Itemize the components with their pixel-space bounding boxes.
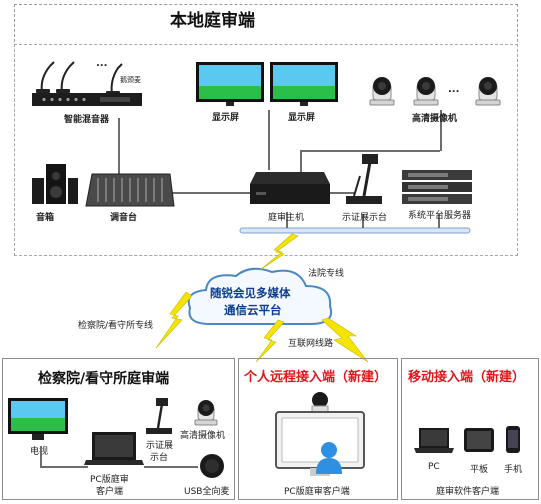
internet-line-label: 互联网线路 [288,339,334,349]
server-label: 系统平台服务器 [408,211,472,221]
console-to-host-line [170,192,250,194]
hd-camera-icon [475,77,501,106]
server-rack-icon [402,170,472,204]
doc-camera-label-line1: 示证展 [146,441,174,451]
host-lan-drop [286,212,288,228]
procuratorate-line-label: 检察院/看守所专线 [78,321,154,331]
local-court-title: 本地庭审端 [170,11,255,31]
top-device-group-frame [14,44,518,256]
pc-client-label-line2: 客户端 [96,487,124,497]
doc-camera-label-line2: 示台 [150,453,169,463]
host-label: 庭审主机 [268,213,305,223]
smart-mixer-icon [32,93,142,106]
tv-label: 电视 [30,447,49,457]
host-to-doc-line [328,192,354,194]
monitor-icon [196,62,264,106]
procuratorate-line-bolt-icon [155,291,193,349]
speaker-label: 音箱 [36,213,55,223]
hd-camera-icon [194,400,218,426]
pc-laptop-icon [84,432,144,465]
mobile-access-frame [401,358,539,500]
camera-to-host-line [300,150,440,152]
speaker-icon [32,164,78,204]
mixing-console-icon [85,173,175,207]
console-label: 调音台 [110,213,138,223]
monitor-icon [270,62,338,106]
personal-remote-title: 个人远程接入端（新建） [244,370,388,385]
cloud-title-line2: 通信云平台 [224,303,282,317]
hd-camera-label: 高清摄像机 [412,114,458,124]
procuratorate-court-frame [2,358,235,500]
court-line-bolt-icon [259,233,299,271]
mic-note-label: 鹅颈麦 [120,76,141,84]
court-host-icon [250,172,330,204]
server-lan-drop [438,214,440,228]
internet-bolt-icon-right [321,317,369,363]
tv-laptop-horizontal [40,466,88,468]
laptop-to-mic-line [144,466,198,468]
tablet-icon [464,428,494,452]
hd-camera-icon [413,77,439,106]
tv-to-laptop-line [40,446,42,466]
user-avatar-icon [316,442,342,474]
internet-bolt-icon-left [255,319,285,363]
personal-remote-frame [238,358,398,500]
phone-label: 手机 [504,465,523,475]
mixer-to-console-line [118,118,120,174]
host-vertical-line [300,150,302,172]
monitor2-label: 显示屏 [288,113,316,123]
monitors-to-host-line [268,110,270,170]
mixer-label: 智能混音器 [64,115,110,125]
lan-bar [239,227,471,234]
pc-client-label: PC版庭审客户端 [284,487,350,497]
pc-client-label-line1: PC版庭审 [90,475,129,485]
pc-label: PC [428,462,440,472]
usb-mic-label: USB全向麦 [184,487,230,497]
document-camera-icon [146,398,172,434]
tv-icon [8,398,68,440]
phone-icon [506,426,520,453]
hd-camera-label: 高清摄像机 [180,431,226,441]
doc-camera-label: 示证展示台 [342,213,388,223]
monitor1-label: 显示屏 [212,113,240,123]
camera-vertical-line [440,110,442,151]
hd-camera-icon [369,77,395,106]
document-camera-icon [346,154,382,204]
pc-monitor-with-camera-icon [275,392,365,476]
doc-lan-drop [362,214,364,228]
usb-microphone-icon [200,454,224,478]
mic-ellipsis: ... [96,58,108,69]
court-line-label: 法院专线 [308,269,345,279]
mobile-access-title: 移动接入端（新建） [408,370,526,385]
camera-ellipsis: ... [448,84,460,95]
cloud-platform-icon [187,267,332,325]
gooseneck-mic-icon [36,61,75,93]
software-client-label: 庭审软件客户端 [436,487,500,497]
tablet-label: 平板 [470,465,489,475]
cloud-title-line1: 随锐会见多媒体 [210,286,291,300]
procuratorate-court-title: 检察院/看守所庭审端 [38,371,170,387]
laptop-icon [414,428,454,453]
